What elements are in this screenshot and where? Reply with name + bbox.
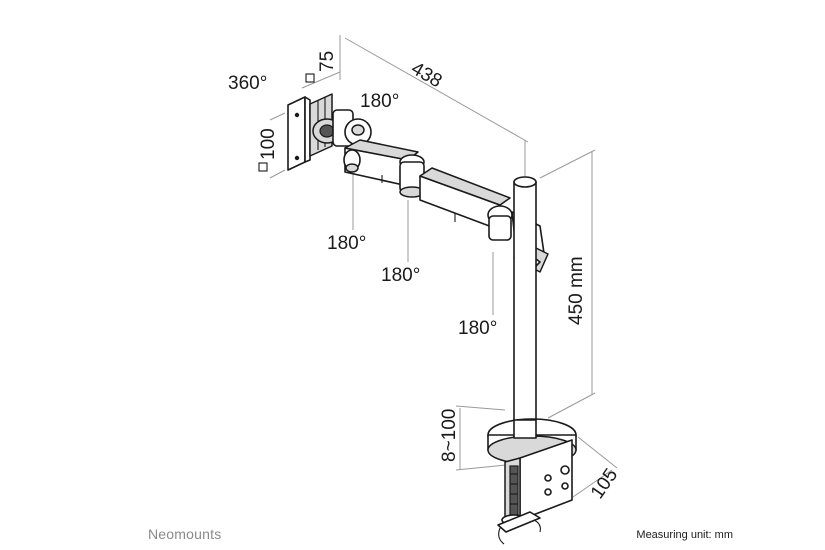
swivel-1-label: 180° [327, 233, 366, 254]
pole-height-label: 450 mm [566, 256, 587, 325]
desk-clamp [487, 418, 577, 545]
arm-segment-1 [343, 139, 419, 187]
measuring-unit-note: Measuring unit: mm [636, 529, 733, 541]
pole [513, 176, 537, 438]
clamp-depth-label: 105 [587, 465, 622, 503]
clamp-range-label: 8~100 [439, 409, 460, 462]
rotation-label: 360° [228, 73, 267, 94]
svg-text:75: 75 [317, 51, 338, 72]
vesa-small-label: 75 [305, 51, 338, 83]
vesa-large-label: 100 [258, 128, 279, 172]
swivel-3-label: 180° [458, 318, 497, 339]
tilt-head [312, 109, 372, 147]
arm-joint-middle [399, 154, 425, 198]
svg-text:100: 100 [258, 128, 279, 160]
brand-logo: Neomounts [148, 526, 222, 542]
dimension-lines [269, 35, 618, 498]
arm-segment-2 [419, 167, 511, 231]
swivel-2-label: 180° [381, 265, 420, 286]
tilt-head-label: 180° [360, 91, 399, 112]
arm-length-label: 438 [408, 58, 446, 92]
